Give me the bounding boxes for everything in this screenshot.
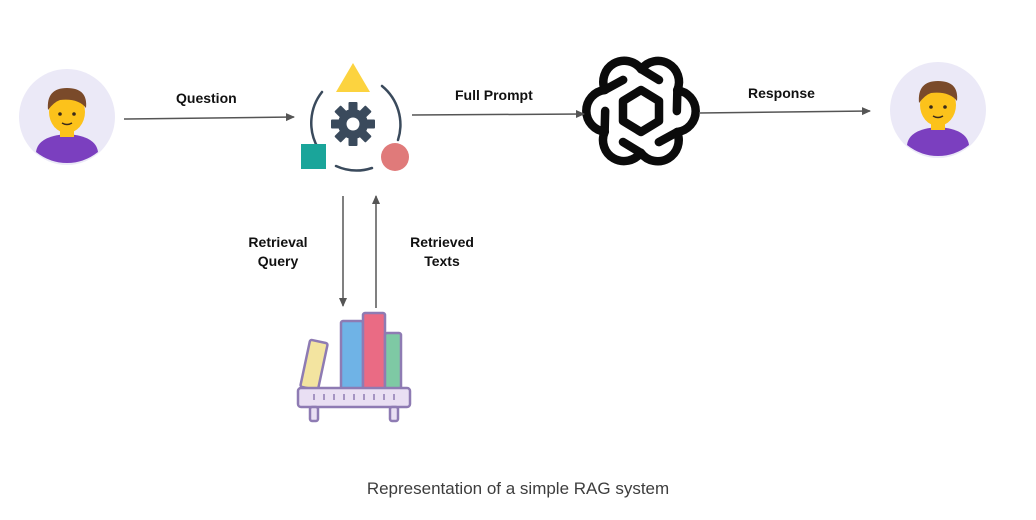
openai-logo-icon — [582, 56, 700, 166]
retrieval-query-label: Retrieval Query — [238, 233, 318, 271]
retrieval-query-label-line1: Retrieval — [248, 234, 308, 250]
bookshelf-icon — [296, 311, 412, 423]
full-prompt-label: Full Prompt — [455, 87, 533, 103]
question-label: Question — [176, 90, 237, 106]
user-avatar-icon — [890, 62, 986, 158]
question-arrow — [123, 113, 295, 122]
retrieved-texts-label-line2: Texts — [424, 253, 460, 269]
user-avatar-icon — [19, 69, 115, 165]
figure-caption: Representation of a simple RAG system — [366, 479, 670, 498]
response-label: Response — [748, 85, 815, 101]
gear-shapes-icon — [301, 63, 409, 172]
retrieved-texts-label-line1: Retrieved — [410, 234, 474, 250]
retrieved-texts-label: Retrieved Texts — [402, 233, 482, 271]
retrieval-query-label-line2: Query — [257, 253, 299, 269]
bookshelf-ruler-marks — [313, 394, 395, 400]
response-arrow — [698, 107, 871, 116]
full-prompt-arrow — [411, 110, 585, 119]
